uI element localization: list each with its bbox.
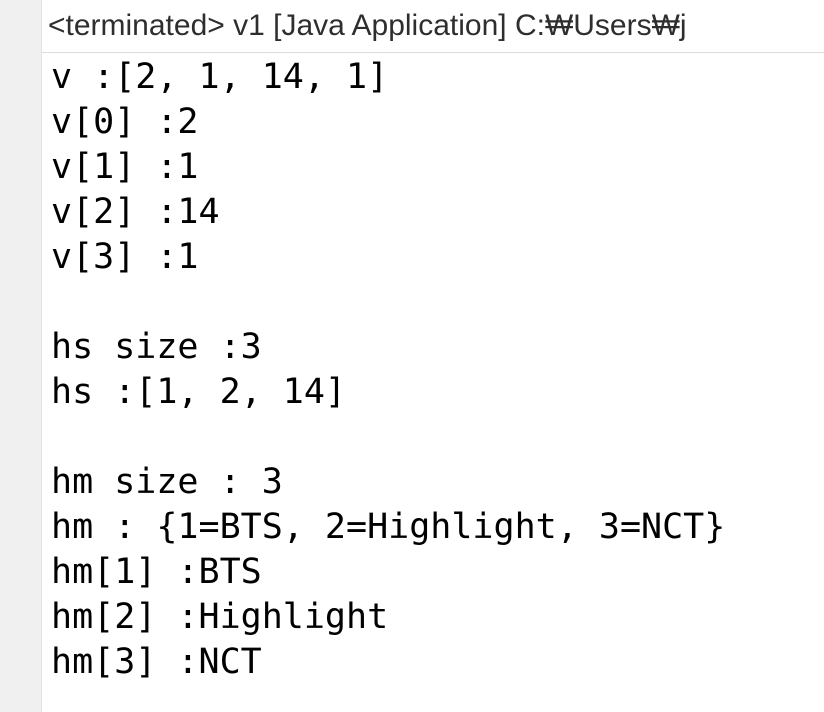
output-line: v[3] :1 [51, 237, 199, 277]
output-line: hm : {1=BTS, 2=Highlight, 3=NCT} [51, 507, 726, 547]
output-line: hm size : 3 [51, 462, 283, 502]
output-line: v :[2, 1, 14, 1] [51, 57, 389, 97]
console-header: <terminated> v1 [Java Application] C:₩Us… [42, 0, 824, 53]
output-line: v[2] :14 [51, 192, 220, 232]
console-header-label: <terminated> v1 [Java Application] C:₩Us… [48, 9, 687, 42]
console-output[interactable]: v :[2, 1, 14, 1] v[0] :2 v[1] :1 v[2] :1… [51, 55, 821, 705]
output-line: v[1] :1 [51, 147, 199, 187]
output-line: hm[1] :BTS [51, 552, 262, 592]
output-line-blank [51, 415, 821, 460]
output-line: hm[2] :Highlight [51, 597, 389, 637]
output-line: hm[3] :NCT [51, 642, 262, 682]
output-line: hs size :3 [51, 327, 262, 367]
output-line: hs :[1, 2, 14] [51, 372, 347, 412]
left-gutter [0, 0, 42, 712]
output-line: v[0] :2 [51, 102, 199, 142]
output-line-blank [51, 280, 821, 325]
